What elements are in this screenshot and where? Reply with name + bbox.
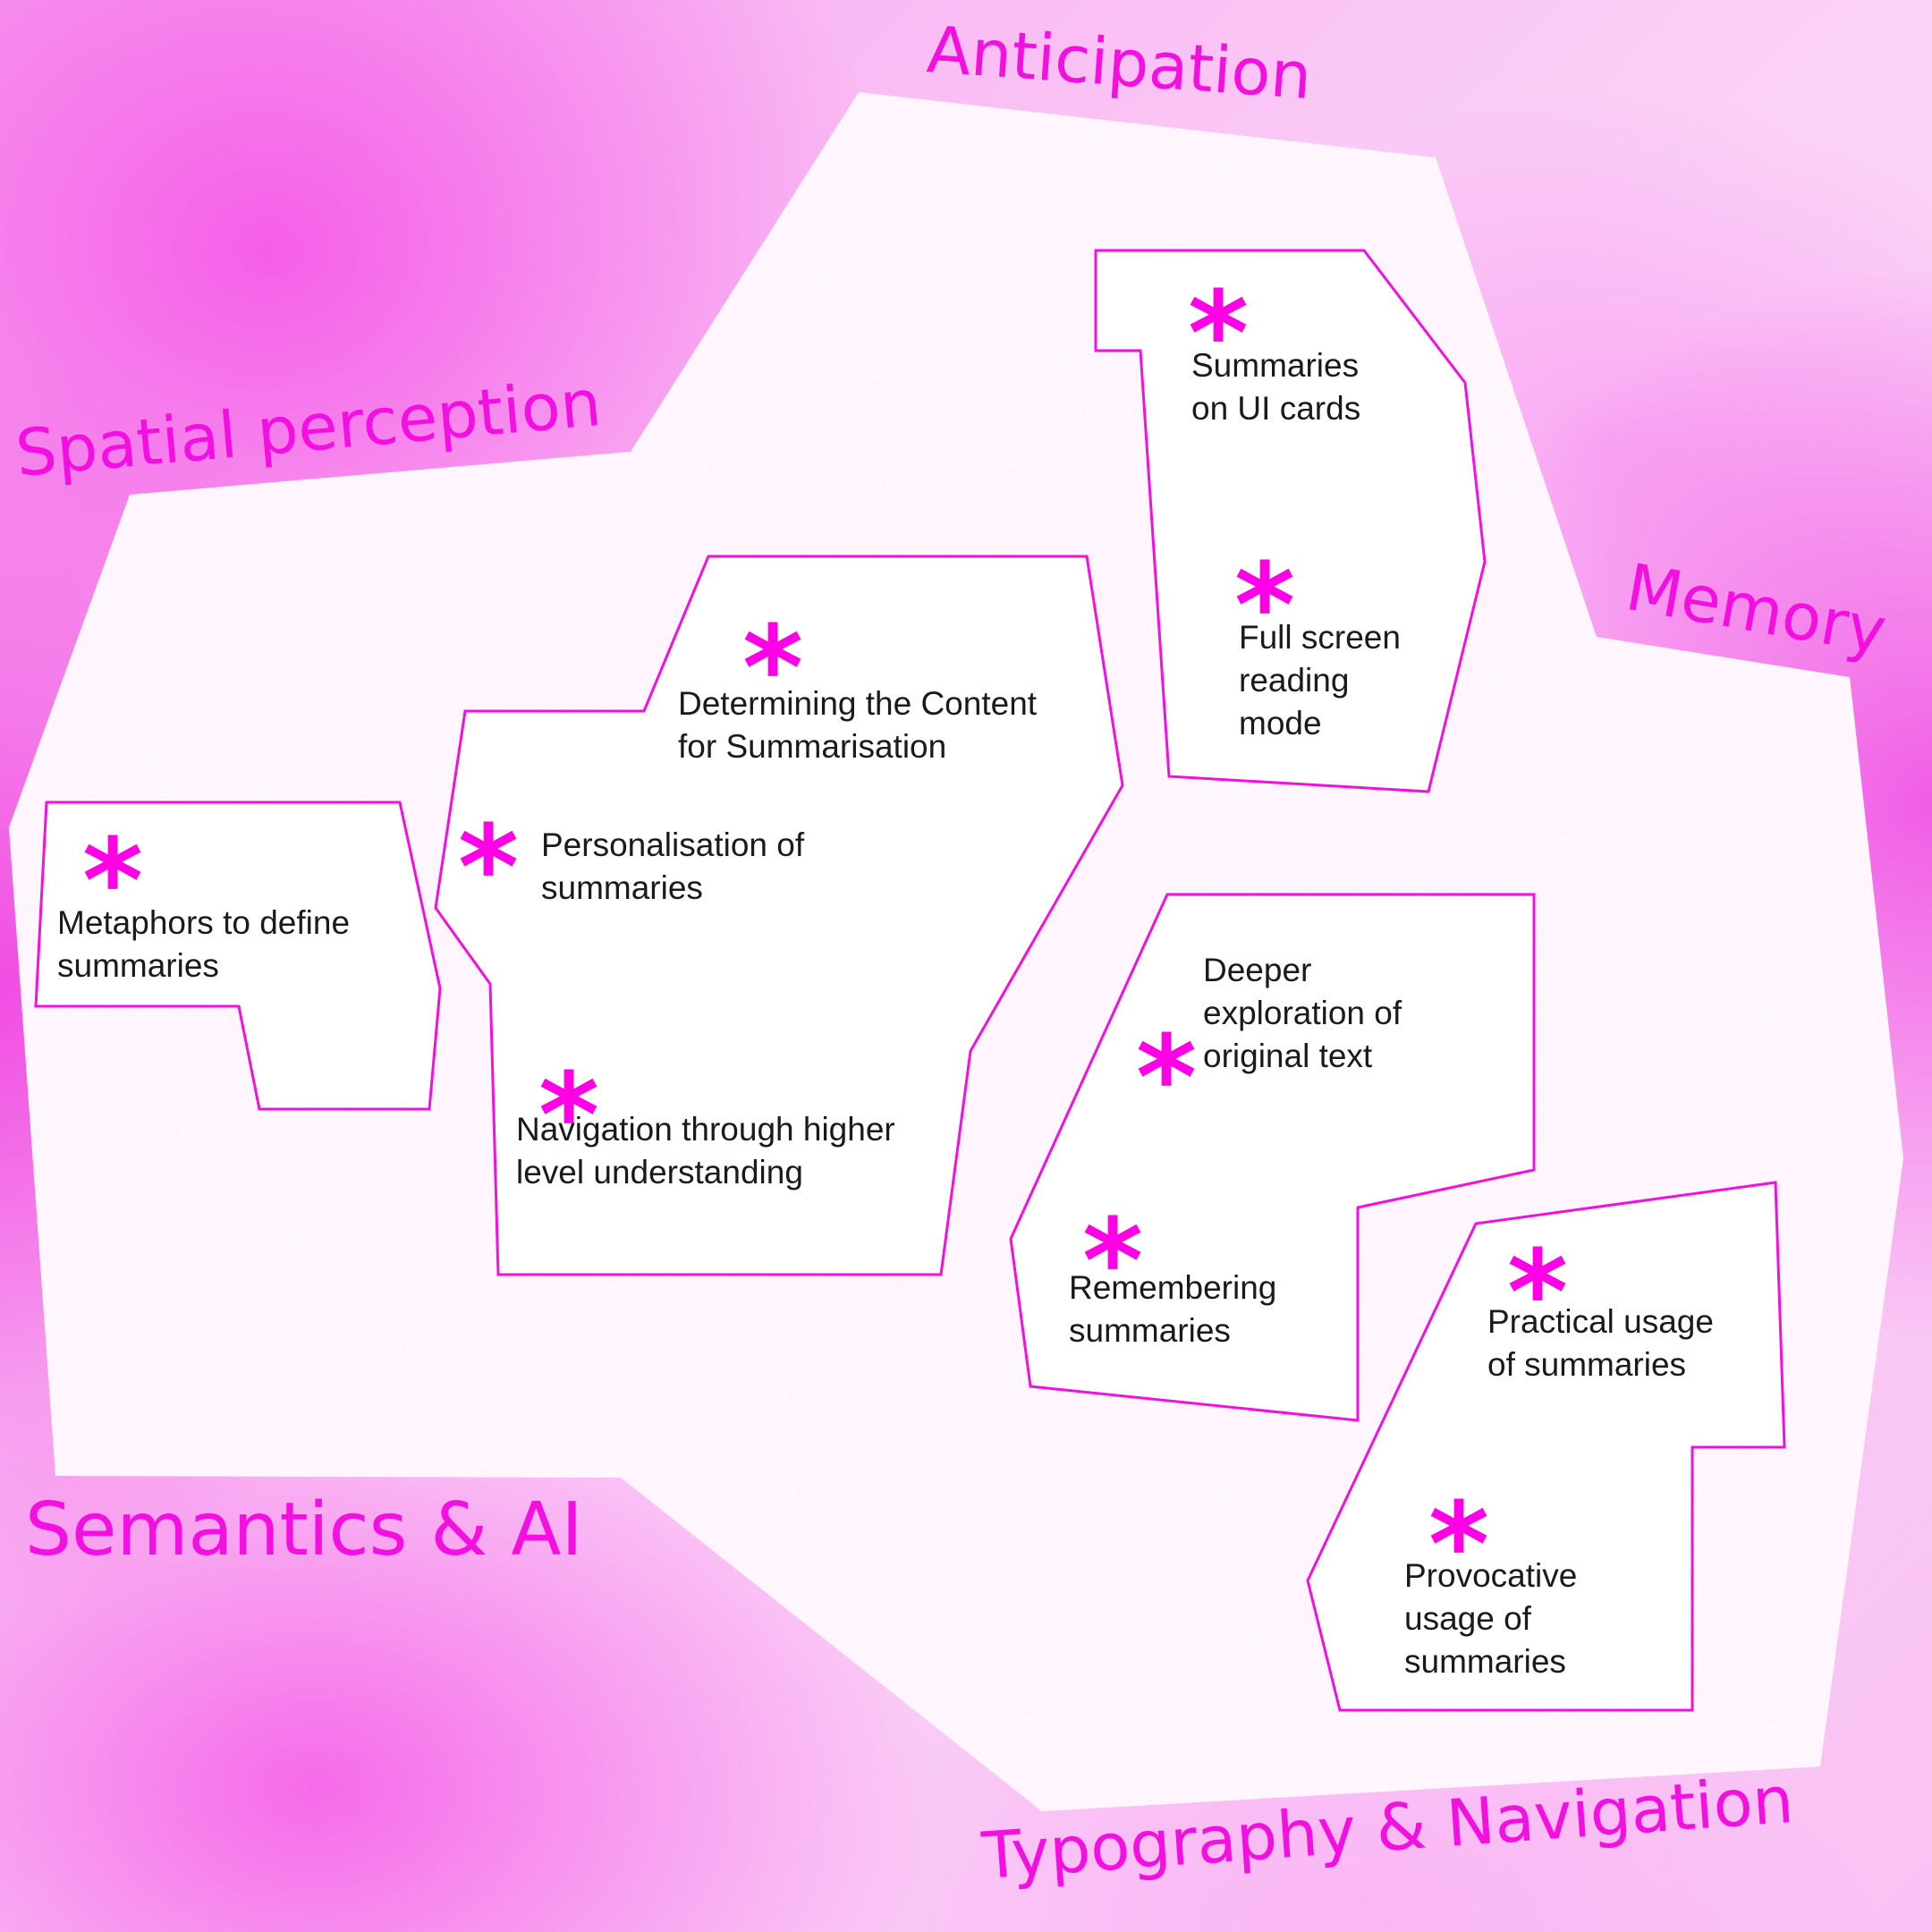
- asterisk-marker: *: [1082, 1193, 1143, 1329]
- card-typography-group: [1306, 1181, 1786, 1712]
- card-label-provocative-usage: Provocative usage of summaries: [1404, 1557, 1587, 1680]
- card-central-group: [434, 555, 1124, 1276]
- card-label-determining-content: Determining the Content for Summarisatio…: [678, 685, 1046, 765]
- card-label-personalisation: Personalisation of summaries: [541, 826, 813, 906]
- card-label-practical-usage: Practical usage of summaries: [1487, 1303, 1723, 1383]
- card-memory-group: [1009, 893, 1536, 1422]
- asterisk-marker: *: [1428, 1477, 1489, 1613]
- zone-label-anticipation: Anticipation: [925, 12, 1314, 114]
- card-metaphors: [34, 801, 442, 1111]
- card-label-navigation-higher: Navigation through higher level understa…: [516, 1111, 904, 1191]
- asterisk-marker: *: [1234, 538, 1295, 674]
- asterisk-marker: *: [742, 600, 803, 736]
- asterisk-marker: *: [82, 813, 143, 949]
- card-label-full-screen-reading: Full screen reading mode: [1239, 619, 1410, 741]
- card-label-remembering: Remembering summaries: [1069, 1269, 1286, 1349]
- card-label-summaries-ui-cards: Summaries on UI cards: [1191, 347, 1368, 427]
- zone-label-semantics-ai: Semantics & AI: [25, 1487, 583, 1572]
- asterisk-marker: *: [1507, 1224, 1568, 1360]
- asterisk-marker: *: [458, 800, 519, 936]
- card-anticipation-top: [1094, 249, 1487, 793]
- card-label-deeper-exploration: Deeper exploration of original text: [1203, 952, 1411, 1074]
- asterisk-marker: *: [538, 1047, 599, 1183]
- card-label-metaphors: Metaphors to define summaries: [57, 904, 359, 984]
- asterisk-marker: *: [1136, 1010, 1197, 1146]
- asterisk-marker: *: [1188, 266, 1249, 402]
